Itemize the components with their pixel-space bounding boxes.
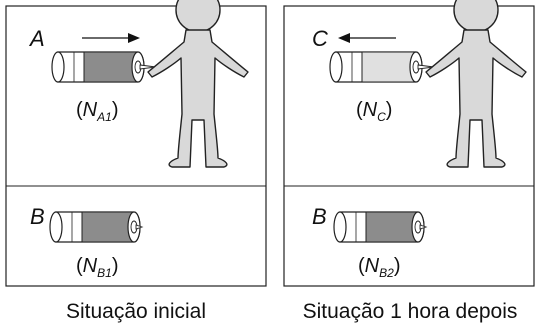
label-b-right: B <box>312 204 327 229</box>
label-a: A <box>28 26 45 51</box>
right-panel <box>283 5 535 287</box>
arrow-icon <box>338 33 396 43</box>
battery-icon <box>49 211 144 243</box>
count-label-b2: (NB2) <box>358 255 400 280</box>
svg-text:(NB1): (NB1) <box>76 255 118 280</box>
person-figure-icon <box>425 0 527 168</box>
battery-icon <box>51 51 157 83</box>
svg-text:(NC): (NC) <box>356 99 392 124</box>
person-figure-icon <box>147 0 249 168</box>
caption-right: Situação 1 hora depois <box>303 300 518 323</box>
count-label-b1: (NB1) <box>76 255 118 280</box>
count-label-c: (NC) <box>356 99 392 124</box>
left-panel <box>5 5 267 287</box>
caption-left: Situação inicial <box>66 300 206 323</box>
battery-icon <box>329 51 435 83</box>
count-label-a1: (NA1) <box>76 99 118 124</box>
svg-text:(NB2): (NB2) <box>358 255 400 280</box>
label-c: C <box>312 26 328 51</box>
arrow-icon <box>82 33 140 43</box>
svg-text:(NA1): (NA1) <box>76 99 118 124</box>
battery-icon <box>333 211 428 243</box>
label-b-left: B <box>30 204 45 229</box>
